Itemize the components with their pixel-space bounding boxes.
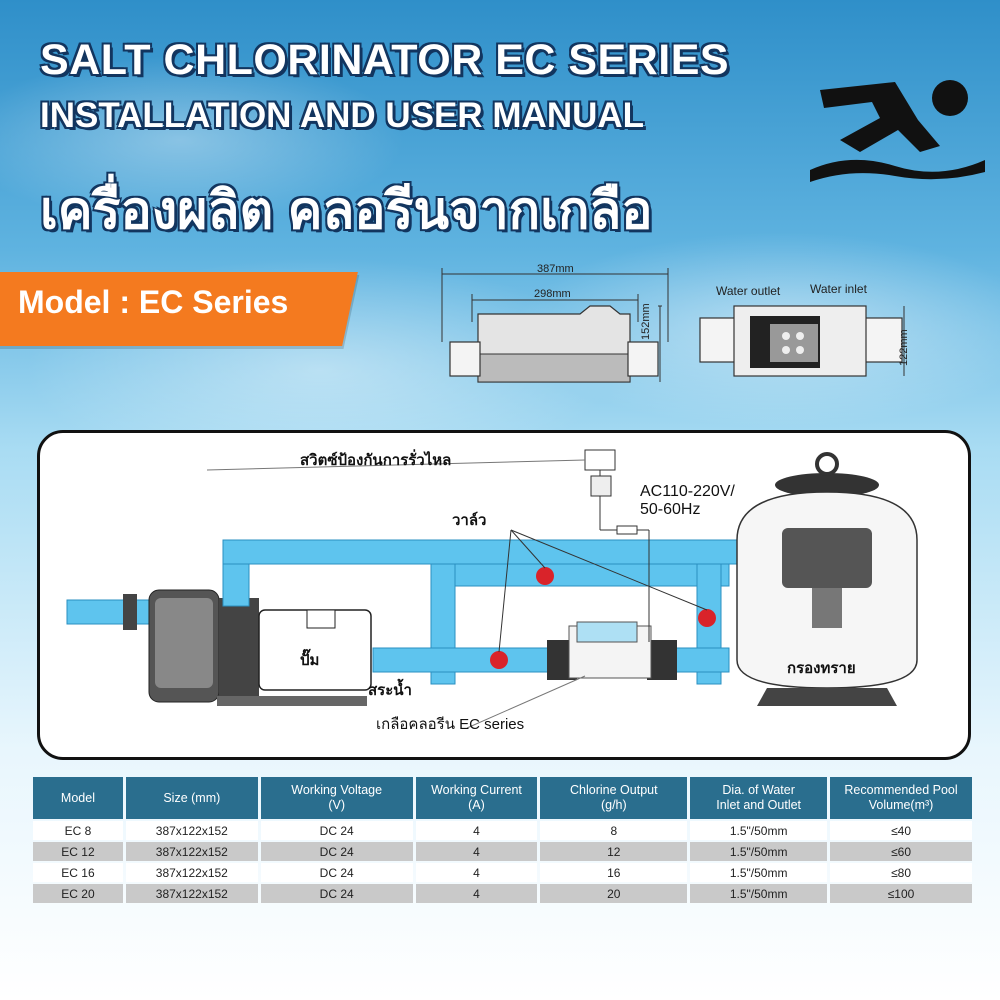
cell-pool-volume: ≤40 — [830, 821, 972, 840]
valve-label: วาล์ว — [452, 512, 487, 529]
power-label-line2: 50-60Hz — [640, 501, 701, 518]
side-view-drawing — [441, 268, 669, 383]
cell-pool-volume: ≤80 — [830, 863, 972, 882]
height-label: 152mm — [640, 303, 652, 340]
header-model: Model — [33, 777, 123, 819]
plumbing-diagram — [66, 449, 918, 729]
cell-current: 4 — [415, 863, 538, 882]
cell-model: EC 8 — [33, 821, 123, 840]
cell-chlorine: 20 — [540, 884, 688, 903]
water-inlet-label: Water inlet — [810, 282, 867, 296]
cell-pool-volume: ≤60 — [830, 842, 972, 861]
cell-size: 387x122x152 — [125, 821, 258, 840]
pool-label: สระน้ำ — [368, 682, 412, 699]
cell-current: 4 — [415, 842, 538, 861]
page-subtitle: INSTALLATION AND USER MANUAL — [40, 96, 645, 135]
cell-pool-volume: ≤100 — [830, 884, 972, 903]
cell-diameter: 1.5"/50mm — [690, 842, 828, 861]
cell-diameter: 1.5"/50mm — [690, 863, 828, 882]
header-voltage: Working Voltage(V) — [260, 777, 413, 819]
cell-model: EC 16 — [33, 863, 123, 882]
cell-chlorine: 12 — [540, 842, 688, 861]
header-current: Working Current(A) — [415, 777, 538, 819]
power-label-line1: AC110-220V/ — [640, 483, 735, 500]
cell-diameter: 1.5"/50mm — [690, 821, 828, 840]
cell-diameter: 1.5"/50mm — [690, 884, 828, 903]
sand-filter-label: กรองทราย — [787, 660, 856, 677]
model-label: Model : EC Series — [18, 284, 289, 320]
header-size: Size (mm) — [125, 777, 258, 819]
pump-label: ปั๊ม — [300, 652, 320, 669]
depth-label: 122mm — [898, 329, 910, 366]
table-row: EC 20 387x122x152 DC 24 4 20 1.5"/50mm ≤… — [33, 884, 972, 903]
cell-current: 4 — [415, 821, 538, 840]
total-length-label: 387mm — [537, 263, 574, 275]
cell-size: 387x122x152 — [125, 863, 258, 882]
cell-current: 4 — [415, 884, 538, 903]
body-length-label: 298mm — [534, 288, 571, 300]
cell-voltage: DC 24 — [260, 863, 413, 882]
cell-size: 387x122x152 — [125, 884, 258, 903]
cell-model: EC 12 — [33, 842, 123, 861]
leak-switch-label: สวิตซ์ป้องกันการรั่วไหล — [300, 452, 452, 469]
cell-voltage: DC 24 — [260, 842, 413, 861]
cell-chlorine: 16 — [540, 863, 688, 882]
table-row: EC 12 387x122x152 DC 24 4 12 1.5"/50mm ≤… — [33, 842, 972, 861]
cell-voltage: DC 24 — [260, 884, 413, 903]
cell-chlorine: 8 — [540, 821, 688, 840]
table-header-row: Model Size (mm) Working Voltage(V) Worki… — [33, 777, 972, 819]
table-row: EC 16 387x122x152 DC 24 4 16 1.5"/50mm ≤… — [33, 863, 972, 882]
chlorinator-label: เกลือคลอรีน EC series — [376, 716, 525, 733]
cell-size: 387x122x152 — [125, 842, 258, 861]
spec-table: Model Size (mm) Working Voltage(V) Worki… — [30, 775, 975, 905]
cell-model: EC 20 — [33, 884, 123, 903]
water-outlet-label: Water outlet — [716, 284, 781, 298]
header-chlorine: Chlorine Output(g/h) — [540, 777, 688, 819]
thai-title: เครื่องผลิต คลอรีนจากเกลือ — [40, 182, 653, 240]
table-row: EC 8 387x122x152 DC 24 4 8 1.5"/50mm ≤40 — [33, 821, 972, 840]
page-title: SALT CHLORINATOR EC SERIES — [40, 36, 730, 84]
swimmer-icon — [810, 80, 985, 182]
front-view-drawing — [699, 305, 905, 377]
cell-voltage: DC 24 — [260, 821, 413, 840]
